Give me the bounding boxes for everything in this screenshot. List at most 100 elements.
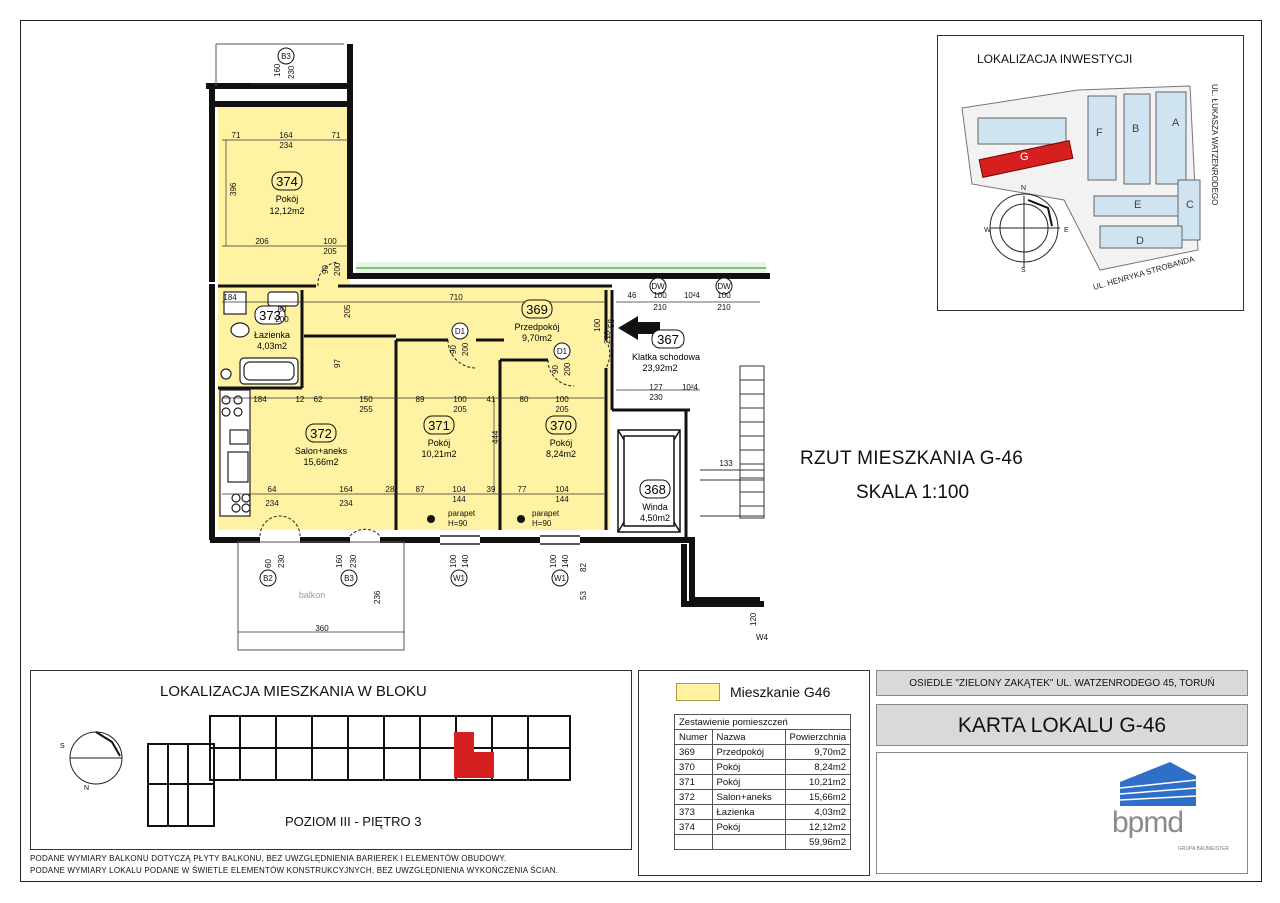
apartment-legend-label: Mieszkanie G46 (730, 684, 831, 700)
svg-text:100: 100 (549, 554, 558, 568)
tag-w4: W4 (756, 633, 769, 642)
footnote-2: PODANE WYMIARY LOKALU PODANE W ŚWIETLE E… (30, 866, 559, 875)
building-g: G (1020, 151, 1029, 163)
room-370-number: 370 (550, 418, 572, 433)
balconies (215, 43, 405, 651)
svg-text:144: 144 (555, 495, 569, 504)
svg-text:164: 164 (279, 131, 293, 140)
svg-text:58: 58 (607, 319, 616, 328)
svg-text:104: 104 (452, 485, 466, 494)
room-369: 369 Przedpokój 9,70m2 (514, 299, 560, 343)
tag-b3-bottom: B3 (344, 574, 354, 583)
svg-text:100: 100 (653, 291, 667, 300)
total-area: 59,96m2 (784, 834, 852, 850)
kitchen-fixtures (219, 389, 251, 517)
svg-text:236: 236 (373, 590, 382, 604)
room-373: 373 Łazienka 4,03m2 (254, 305, 290, 351)
building-e: E (1134, 199, 1141, 211)
site-compass-icon (989, 193, 1060, 268)
svg-text:255: 255 (359, 405, 373, 414)
room-368: 368 Winda 4,50m2 (639, 479, 671, 523)
balcony-label: balkon (299, 590, 326, 600)
svg-text:205: 205 (343, 304, 352, 318)
tag-d1-b: D1 (557, 347, 568, 356)
svg-text:89: 89 (416, 395, 425, 404)
parapet-label-a: parapet (448, 509, 476, 518)
svg-text:E: E (1064, 227, 1069, 234)
logo-subtitle: GRUPA BAUMEISTER (1178, 846, 1230, 852)
room-370-name: Pokój (550, 438, 573, 448)
svg-text:206: 206 (255, 237, 269, 246)
parapet-markers (427, 515, 525, 523)
svg-text:140: 140 (461, 554, 470, 568)
svg-text:210: 210 (717, 303, 731, 312)
room-369-name: Przedpokój (514, 322, 559, 332)
parapet-h-a: H=90 (448, 519, 468, 528)
svg-text:160: 160 (335, 554, 344, 568)
svg-text:100: 100 (555, 395, 569, 404)
svg-text:150: 150 (359, 395, 373, 404)
tag-dw-b: DW (717, 282, 731, 291)
svg-text:234: 234 (279, 141, 293, 150)
svg-text:100: 100 (449, 554, 458, 568)
svg-text:S: S (1021, 267, 1026, 274)
room-374-name: Pokój (276, 194, 299, 204)
svg-text:100: 100 (323, 237, 337, 246)
svg-text:71: 71 (232, 131, 241, 140)
svg-text:234: 234 (339, 499, 353, 508)
building-b: B (1132, 123, 1139, 135)
svg-text:710: 710 (449, 293, 463, 302)
room-373-number: 373 (259, 308, 281, 323)
block-location-title: LOKALIZACJA MIESZKANIA W BLOKU (160, 683, 427, 700)
room-371-area: 10,21m2 (421, 449, 456, 459)
svg-text:140: 140 (561, 554, 570, 568)
plan-scale: SKALA 1:100 (856, 482, 970, 503)
investment-location-title: LOKALIZACJA INWESTYCJI (977, 52, 1133, 66)
logo-panel (876, 752, 1248, 874)
svg-text:12: 12 (296, 395, 305, 404)
svg-text:10²4: 10²4 (682, 383, 699, 392)
svg-text:41: 41 (487, 395, 496, 404)
svg-text:39: 39 (487, 485, 496, 494)
svg-text:82: 82 (579, 563, 588, 572)
svg-text:360: 360 (315, 624, 329, 633)
room-367-number: 367 (657, 332, 679, 347)
room-374-area: 12,12m2 (269, 206, 304, 216)
room-369-number: 369 (526, 302, 548, 317)
svg-text:62: 62 (314, 395, 323, 404)
svg-text:S: S (60, 743, 65, 750)
footnote-1: PODANE WYMIARY BALKONU DOTYCZĄ PŁYTY BAL… (30, 854, 507, 863)
svg-text:97: 97 (333, 359, 342, 368)
parapet-label-b: parapet (532, 509, 560, 518)
tag-dw-a: DW (651, 282, 665, 291)
room-369-area: 9,70m2 (522, 333, 552, 343)
svg-text:184: 184 (253, 395, 267, 404)
svg-text:100: 100 (717, 291, 731, 300)
walls (206, 44, 770, 607)
room-372-name: Salon+aneks (295, 446, 348, 456)
room-368-name: Winda (642, 502, 668, 512)
room-372: 372 Salon+aneks 15,66m2 (295, 423, 348, 467)
room-370: 370 Pokój 8,24m2 (545, 415, 577, 459)
dimension-lines (222, 139, 760, 633)
svg-text:87: 87 (416, 485, 425, 494)
room-373-area: 4,03m2 (257, 341, 287, 351)
unit-card-title: KARTA LOKALU G-46 (876, 704, 1248, 746)
building-f: F (1096, 127, 1103, 139)
svg-text:90: 90 (321, 265, 330, 274)
svg-text:210: 210 (653, 303, 667, 312)
room-368-number: 368 (644, 482, 666, 497)
svg-text:230: 230 (287, 65, 296, 79)
stairs (700, 365, 765, 519)
svg-text:90: 90 (449, 345, 458, 354)
svg-text:104: 104 (555, 485, 569, 494)
room-371: 371 Pokój 10,21m2 (421, 415, 457, 459)
